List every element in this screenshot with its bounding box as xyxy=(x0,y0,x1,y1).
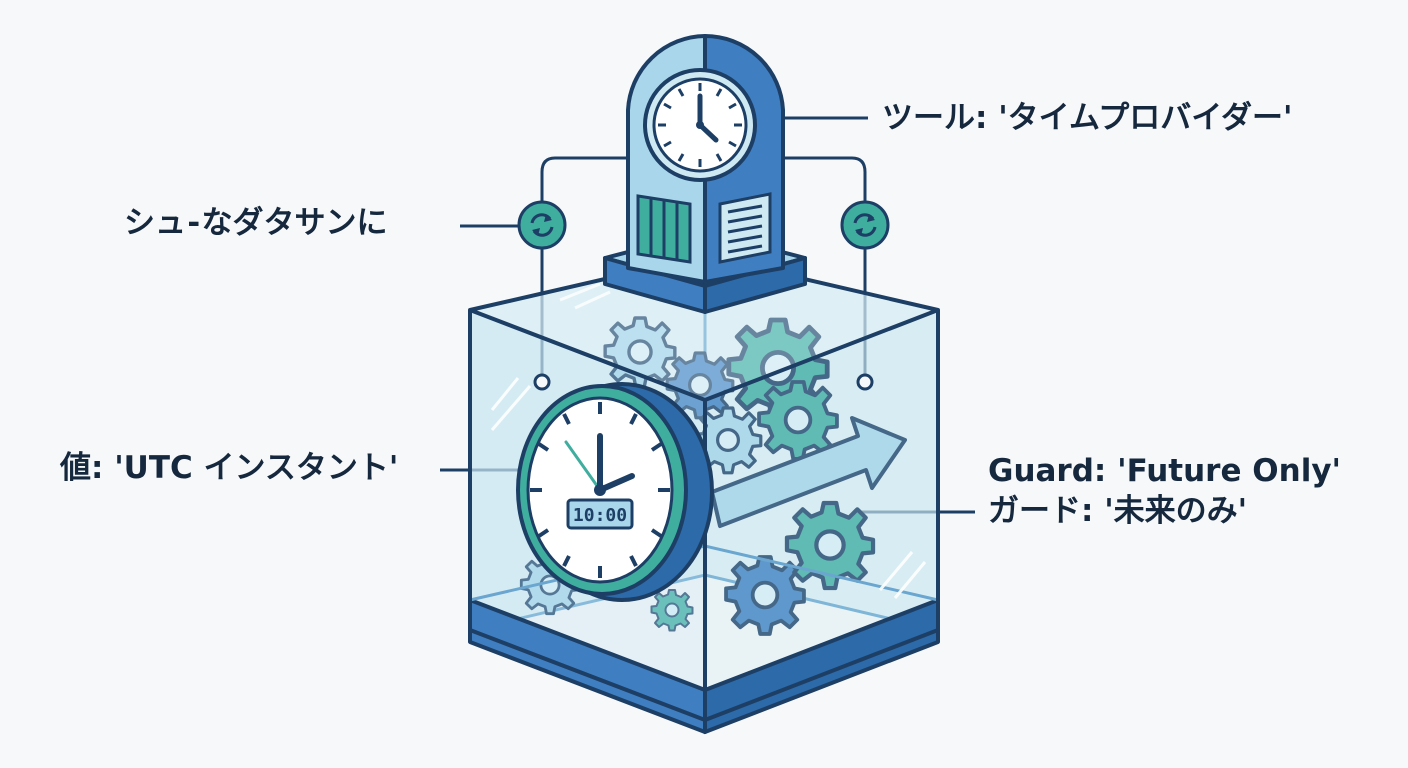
sync-icon xyxy=(517,200,567,250)
clock-tower-icon xyxy=(603,33,807,314)
tool-label: ツール: 'タイムプロバイダー' xyxy=(882,100,1293,136)
digital-display-text: 10:00 xyxy=(573,505,627,526)
arrow-icon xyxy=(710,416,907,528)
value-label: 値: 'UTC インスタント' xyxy=(60,450,399,486)
connector-dots xyxy=(533,373,874,391)
sync-label: シュ⁃なダタサンに xyxy=(124,205,388,241)
analog-clock-icon: 10:00 xyxy=(516,382,714,602)
digital-display xyxy=(566,498,634,530)
guard-label-en: Guard: 'Future Only' xyxy=(988,453,1342,489)
connector-lines xyxy=(440,116,975,514)
guard-label-jp: ガード: '未来のみ' xyxy=(988,493,1248,529)
sync-icon xyxy=(840,200,890,250)
